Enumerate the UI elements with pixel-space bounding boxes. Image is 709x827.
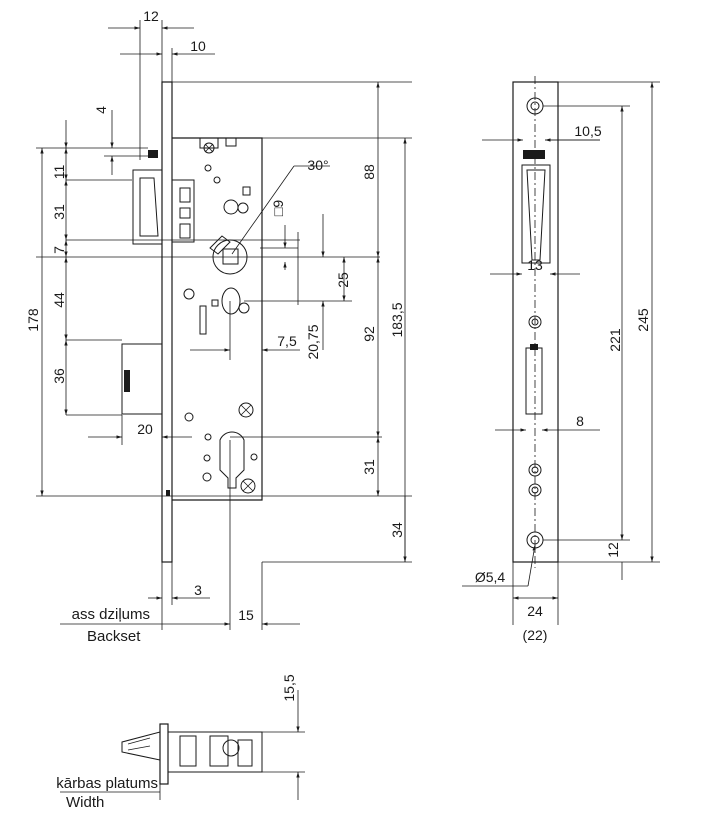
forend-plate	[161, 81, 173, 563]
dim-20-75: 20,75	[305, 324, 321, 359]
face-deadbolt-opening	[525, 347, 543, 415]
caption-width-lv: kārbas platums	[56, 775, 158, 792]
latch-bolt	[132, 169, 163, 245]
dim-12-bottom: 12	[605, 542, 621, 558]
dim-221: 221	[607, 328, 623, 352]
faceplate	[512, 81, 559, 563]
dim-13: 13	[527, 257, 543, 273]
dim-10-5: 10,5	[574, 123, 601, 139]
profile-latch	[121, 731, 161, 761]
captions: ass dziļums Backset kārbas platums Width	[56, 606, 158, 811]
dim-25: 25	[335, 272, 351, 288]
dim-15: 15	[238, 607, 254, 623]
dim-22-alt: (22)	[523, 627, 548, 643]
dim-183-5: 183,5	[389, 302, 405, 337]
forend-face-view	[512, 76, 559, 568]
dim-12: 12	[143, 8, 159, 24]
dim-245: 245	[635, 308, 651, 332]
dim-36: 36	[51, 368, 67, 384]
face-latch-opening	[521, 164, 551, 264]
profile-view	[121, 723, 263, 785]
dim-4: 4	[93, 106, 109, 114]
dim-10: 10	[190, 38, 206, 54]
dim-31-latch: 31	[51, 204, 67, 220]
dimension-lines	[36, 20, 660, 800]
dimension-labels: 12 10 4 11 31 7 44 36 178 20 30° □9 25 8…	[25, 8, 651, 702]
dim-hole-diameter: Ø5,4	[475, 569, 506, 585]
latch-bevel	[139, 177, 159, 237]
latch-mechanism	[171, 179, 195, 243]
dim-8: 8	[576, 413, 584, 429]
cylinder-cutout	[184, 402, 258, 494]
dim-34: 34	[389, 522, 405, 538]
dim-angle-30: 30°	[307, 157, 328, 173]
dim-20: 20	[137, 421, 153, 437]
dim-11: 11	[51, 165, 67, 180]
dim-92: 92	[361, 326, 377, 342]
dim-square-9: □9	[270, 200, 286, 216]
dim-7: 7	[51, 246, 67, 254]
deadbolt	[121, 343, 163, 415]
dim-7-5: 7,5	[277, 333, 297, 349]
pivot-circle	[223, 199, 239, 215]
latch-stop	[148, 150, 158, 158]
profile-case	[168, 731, 263, 773]
caption-backset-lv: ass dziļums	[72, 606, 150, 623]
dim-44: 44	[51, 292, 67, 308]
dim-31-cylinder: 31	[361, 459, 377, 475]
caption-backset-en: Backset	[87, 628, 141, 645]
lock-side-view	[121, 81, 263, 563]
dim-88: 88	[361, 164, 377, 180]
follower-hub	[209, 235, 248, 275]
screw-top	[203, 142, 215, 154]
lock-case	[172, 137, 263, 501]
second-follower	[183, 287, 250, 335]
dim-15-5: 15,5	[281, 674, 297, 701]
dim-3: 3	[194, 582, 202, 598]
caption-width-en: Width	[66, 794, 104, 811]
dim-24: 24	[527, 603, 543, 619]
dim-178: 178	[25, 308, 41, 332]
